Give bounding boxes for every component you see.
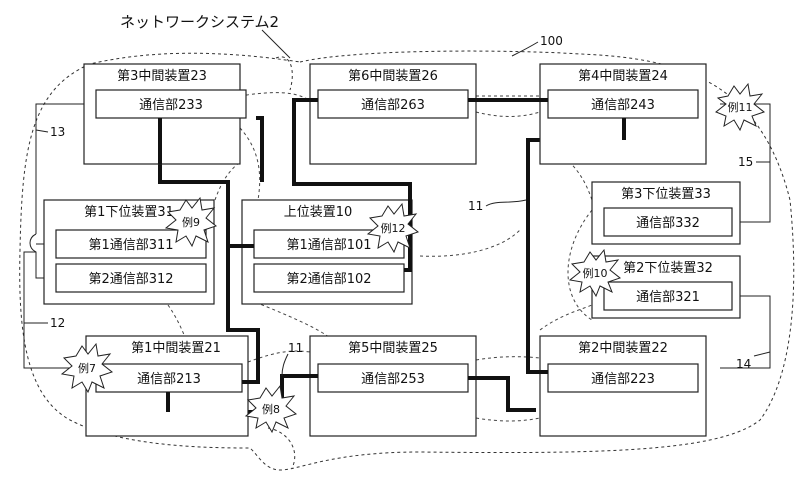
device-low3: 第3下位装置33 通信部332 [591, 181, 741, 245]
device-mid1-unit-label: 通信部213 [137, 372, 201, 387]
burst-ex10-label: 例10 [583, 266, 608, 280]
system-title-leader [261, 29, 291, 59]
device-mid4-unit [547, 89, 699, 119]
burst-ex8-label: 例8 [262, 402, 280, 416]
ref-line-12: 12 [50, 316, 65, 330]
device-low2: 第2下位装置32 通信部321 [591, 255, 741, 319]
ref-line-15: 15 [738, 155, 753, 169]
device-mid4-title: 第4中間装置24 [578, 69, 668, 84]
ref-vehicle: 100 [540, 34, 563, 48]
device-mid5-title: 第5中間装置25 [348, 341, 438, 356]
device-low2-unit-label: 通信部321 [636, 290, 700, 305]
device-low3-unit [603, 207, 733, 237]
burst-ex12: 例12 [366, 202, 420, 254]
device-mid3-title: 第3中間装置23 [117, 69, 207, 84]
ref-bus-11-a: 11 [468, 199, 483, 213]
ref-line-13: 13 [50, 125, 65, 139]
device-mid5: 第5中間装置25 通信部253 [309, 335, 477, 437]
device-upper-unit2-label: 第2通信部102 [286, 272, 371, 287]
bus-11-overlay [158, 98, 626, 412]
device-low1-title: 第1下位装置31 [84, 205, 174, 220]
device-mid4-unit-label: 通信部243 [591, 98, 655, 113]
device-mid2-unit-label: 通信部223 [591, 372, 655, 387]
device-mid6-unit-label: 通信部263 [361, 98, 425, 113]
vehicle-bump-bottom [267, 427, 296, 469]
device-mid3-unit-label: 通信部233 [139, 98, 203, 113]
device-mid6-unit [317, 89, 469, 119]
vehicle-bump-top [275, 56, 293, 91]
burst-ex11-label: 例11 [728, 100, 753, 114]
device-mid6: 第6中間装置26 通信部263 [309, 63, 477, 165]
ref-line-14-leader [753, 351, 771, 357]
device-mid2-title: 第2中間装置22 [578, 341, 668, 356]
device-mid3: 第3中間装置23 通信部233 [83, 63, 247, 165]
device-mid4: 第4中間装置24 通信部243 [539, 63, 707, 165]
device-low3-unit-label: 通信部332 [636, 216, 700, 231]
burst-ex11: 例11 [715, 82, 766, 132]
device-mid6-title: 第6中間装置26 [348, 69, 438, 84]
ref-bus-11-a-leader [485, 199, 527, 207]
device-low1-unit2-label: 第2通信部312 [88, 272, 173, 287]
device-low1-unit1-label: 第1通信部311 [88, 238, 173, 253]
burst-ex7: 例7 [60, 342, 114, 394]
device-upper-unit2 [253, 263, 405, 293]
device-low2-title: 第2下位装置32 [623, 261, 713, 276]
burst-ex7-label: 例7 [78, 361, 96, 375]
device-mid1: 第1中間装置21 通信部213 [85, 335, 249, 437]
device-upper-unit1-label: 第1通信部101 [286, 238, 371, 253]
device-mid1-title: 第1中間装置21 [131, 341, 221, 356]
system-title: ネットワークシステム2 [120, 13, 279, 31]
device-upper-title: 上位装置10 [284, 205, 353, 220]
ref-bus-11-b-leader [281, 353, 289, 377]
device-mid5-unit [317, 363, 469, 393]
ref-line-14: 14 [736, 357, 751, 371]
device-low3-title: 第3下位装置33 [621, 187, 711, 202]
device-low1-unit2 [55, 263, 207, 293]
device-mid5-unit-label: 通信部253 [361, 372, 425, 387]
ref-vehicle-leader [511, 41, 539, 57]
burst-ex10: 例10 [568, 248, 622, 298]
device-low2-unit [603, 281, 733, 311]
ref-line-13-leader [35, 129, 49, 133]
burst-ex9: 例9 [164, 196, 218, 248]
burst-ex9-label: 例9 [182, 215, 200, 229]
burst-ex8: 例8 [244, 384, 298, 434]
burst-ex12-label: 例12 [381, 221, 406, 235]
device-mid2-unit [547, 363, 699, 393]
ref-bus-11-b: 11 [288, 341, 303, 355]
device-mid2: 第2中間装置22 通信部223 [539, 335, 707, 437]
device-mid3-unit [95, 89, 247, 119]
